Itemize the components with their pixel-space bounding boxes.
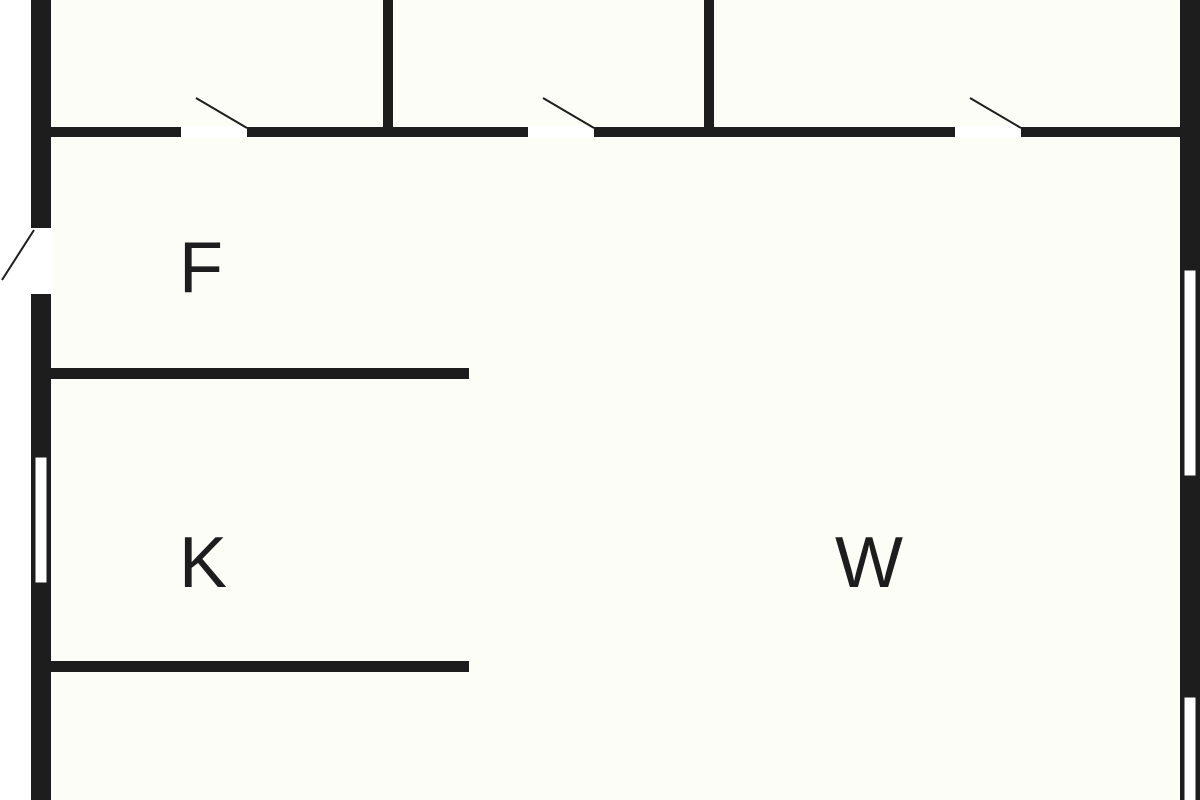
- door-swing-1: [195, 97, 248, 129]
- wall-corridor-top: [47, 127, 1182, 137]
- room-label-w: W: [835, 523, 903, 603]
- wall-partition-fk: [47, 368, 469, 379]
- floor-area: [47, 0, 1182, 800]
- door-opening-3: [955, 126, 1021, 138]
- wall-upper-divider-2: [704, 0, 714, 132]
- entrance-door-swing: [1, 229, 35, 281]
- wall-partition-k: [47, 661, 469, 672]
- window-right-1: [1183, 269, 1197, 477]
- window-right-2: [1183, 696, 1197, 800]
- door-swing-2: [542, 97, 595, 129]
- door-swing-3: [969, 97, 1022, 129]
- room-label-f: F: [179, 228, 223, 308]
- entrance-opening: [30, 228, 52, 294]
- door-opening-1: [181, 126, 247, 138]
- wall-upper-divider-1: [383, 0, 393, 132]
- door-opening-2: [528, 126, 594, 138]
- window-left: [34, 456, 48, 584]
- room-label-k: K: [179, 523, 227, 603]
- wall-left-exterior: [31, 0, 51, 800]
